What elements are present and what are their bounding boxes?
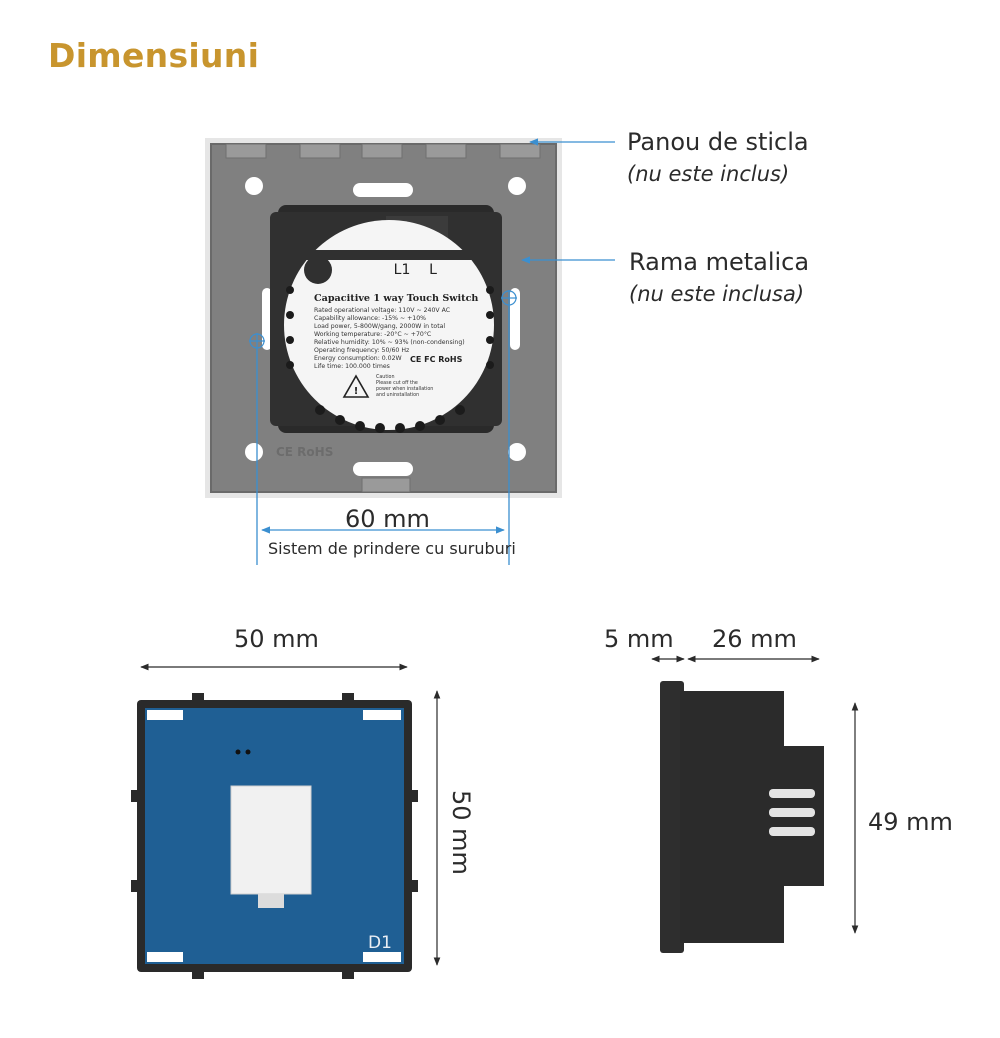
device-specs: Rated operational voltage: 110V ~ 240V A… — [314, 307, 465, 370]
spec-line: Capability allowance: -15% ~ +10% — [314, 315, 426, 322]
spec-line: Life time: 100.000 times — [314, 363, 390, 370]
metal-frame-note: (nu este inclusa) — [629, 282, 805, 306]
svg-text:Caution: Caution — [376, 374, 395, 380]
frame-cert-marks: CE RoHS — [276, 445, 333, 459]
back-view-photo: ! — [205, 138, 562, 498]
glass-panel-label: Panou de sticla — [627, 128, 809, 156]
screw-spacing-value: 60 mm — [345, 505, 430, 533]
relay-block — [230, 785, 312, 895]
side-body-depth-label: 26 mm — [712, 625, 797, 653]
svg-text:and uninstallation: and uninstallation — [376, 392, 419, 398]
front-view-photo — [131, 693, 418, 979]
glass-panel-note: (nu este inclus) — [627, 162, 790, 186]
terminal-label-l: L — [429, 262, 437, 278]
device-label-disc — [284, 220, 494, 430]
front-width-label: 50 mm — [234, 625, 319, 653]
module-front-plate — [660, 681, 684, 953]
spec-line: Load power, 5-800W/gang, 2000W in total — [314, 323, 445, 330]
svg-text:Please cut off the: Please cut off the — [376, 380, 418, 386]
screw-spacing-caption: Sistem de prindere cu suruburi — [268, 539, 516, 558]
caution-text: Caution Please cut off the power when in… — [376, 374, 433, 398]
side-height-label: 49 mm — [868, 808, 953, 836]
module-code: D1 — [368, 933, 392, 953]
side-view-photo — [660, 681, 824, 953]
callout-lines — [256, 138, 615, 565]
frame-mount-holes — [245, 177, 526, 476]
spec-line: Relative humidity: 10% ~ 93% (non-conden… — [314, 339, 465, 346]
warning-icon — [342, 374, 370, 398]
cert-marks: CE FC RoHS — [410, 355, 463, 364]
spec-line: Working temperature: -20°C ~ +70°C — [314, 330, 431, 338]
metal-frame-label: Rama metalica — [629, 248, 810, 276]
svg-text:power when installation: power when installation — [376, 386, 433, 392]
screw-target-marks — [249, 290, 517, 349]
device-label-heading: Capacitive 1 way Touch Switch — [314, 293, 478, 304]
spec-line: Rated operational voltage: 110V ~ 240V A… — [314, 307, 450, 314]
page-title: Dimensiuni — [48, 36, 260, 75]
front-dimensions — [140, 663, 441, 966]
front-height-label: 50 mm — [447, 790, 475, 875]
svg-text:!: ! — [354, 386, 359, 397]
spec-line: Energy consumption: 0.02W — [314, 355, 402, 362]
spec-line: Operating frequency: 50/60 Hz — [314, 347, 409, 354]
terminal-label-l1: L1 — [394, 262, 411, 278]
side-dimensions — [651, 655, 859, 934]
side-front-depth-label: 5 mm — [604, 625, 674, 653]
